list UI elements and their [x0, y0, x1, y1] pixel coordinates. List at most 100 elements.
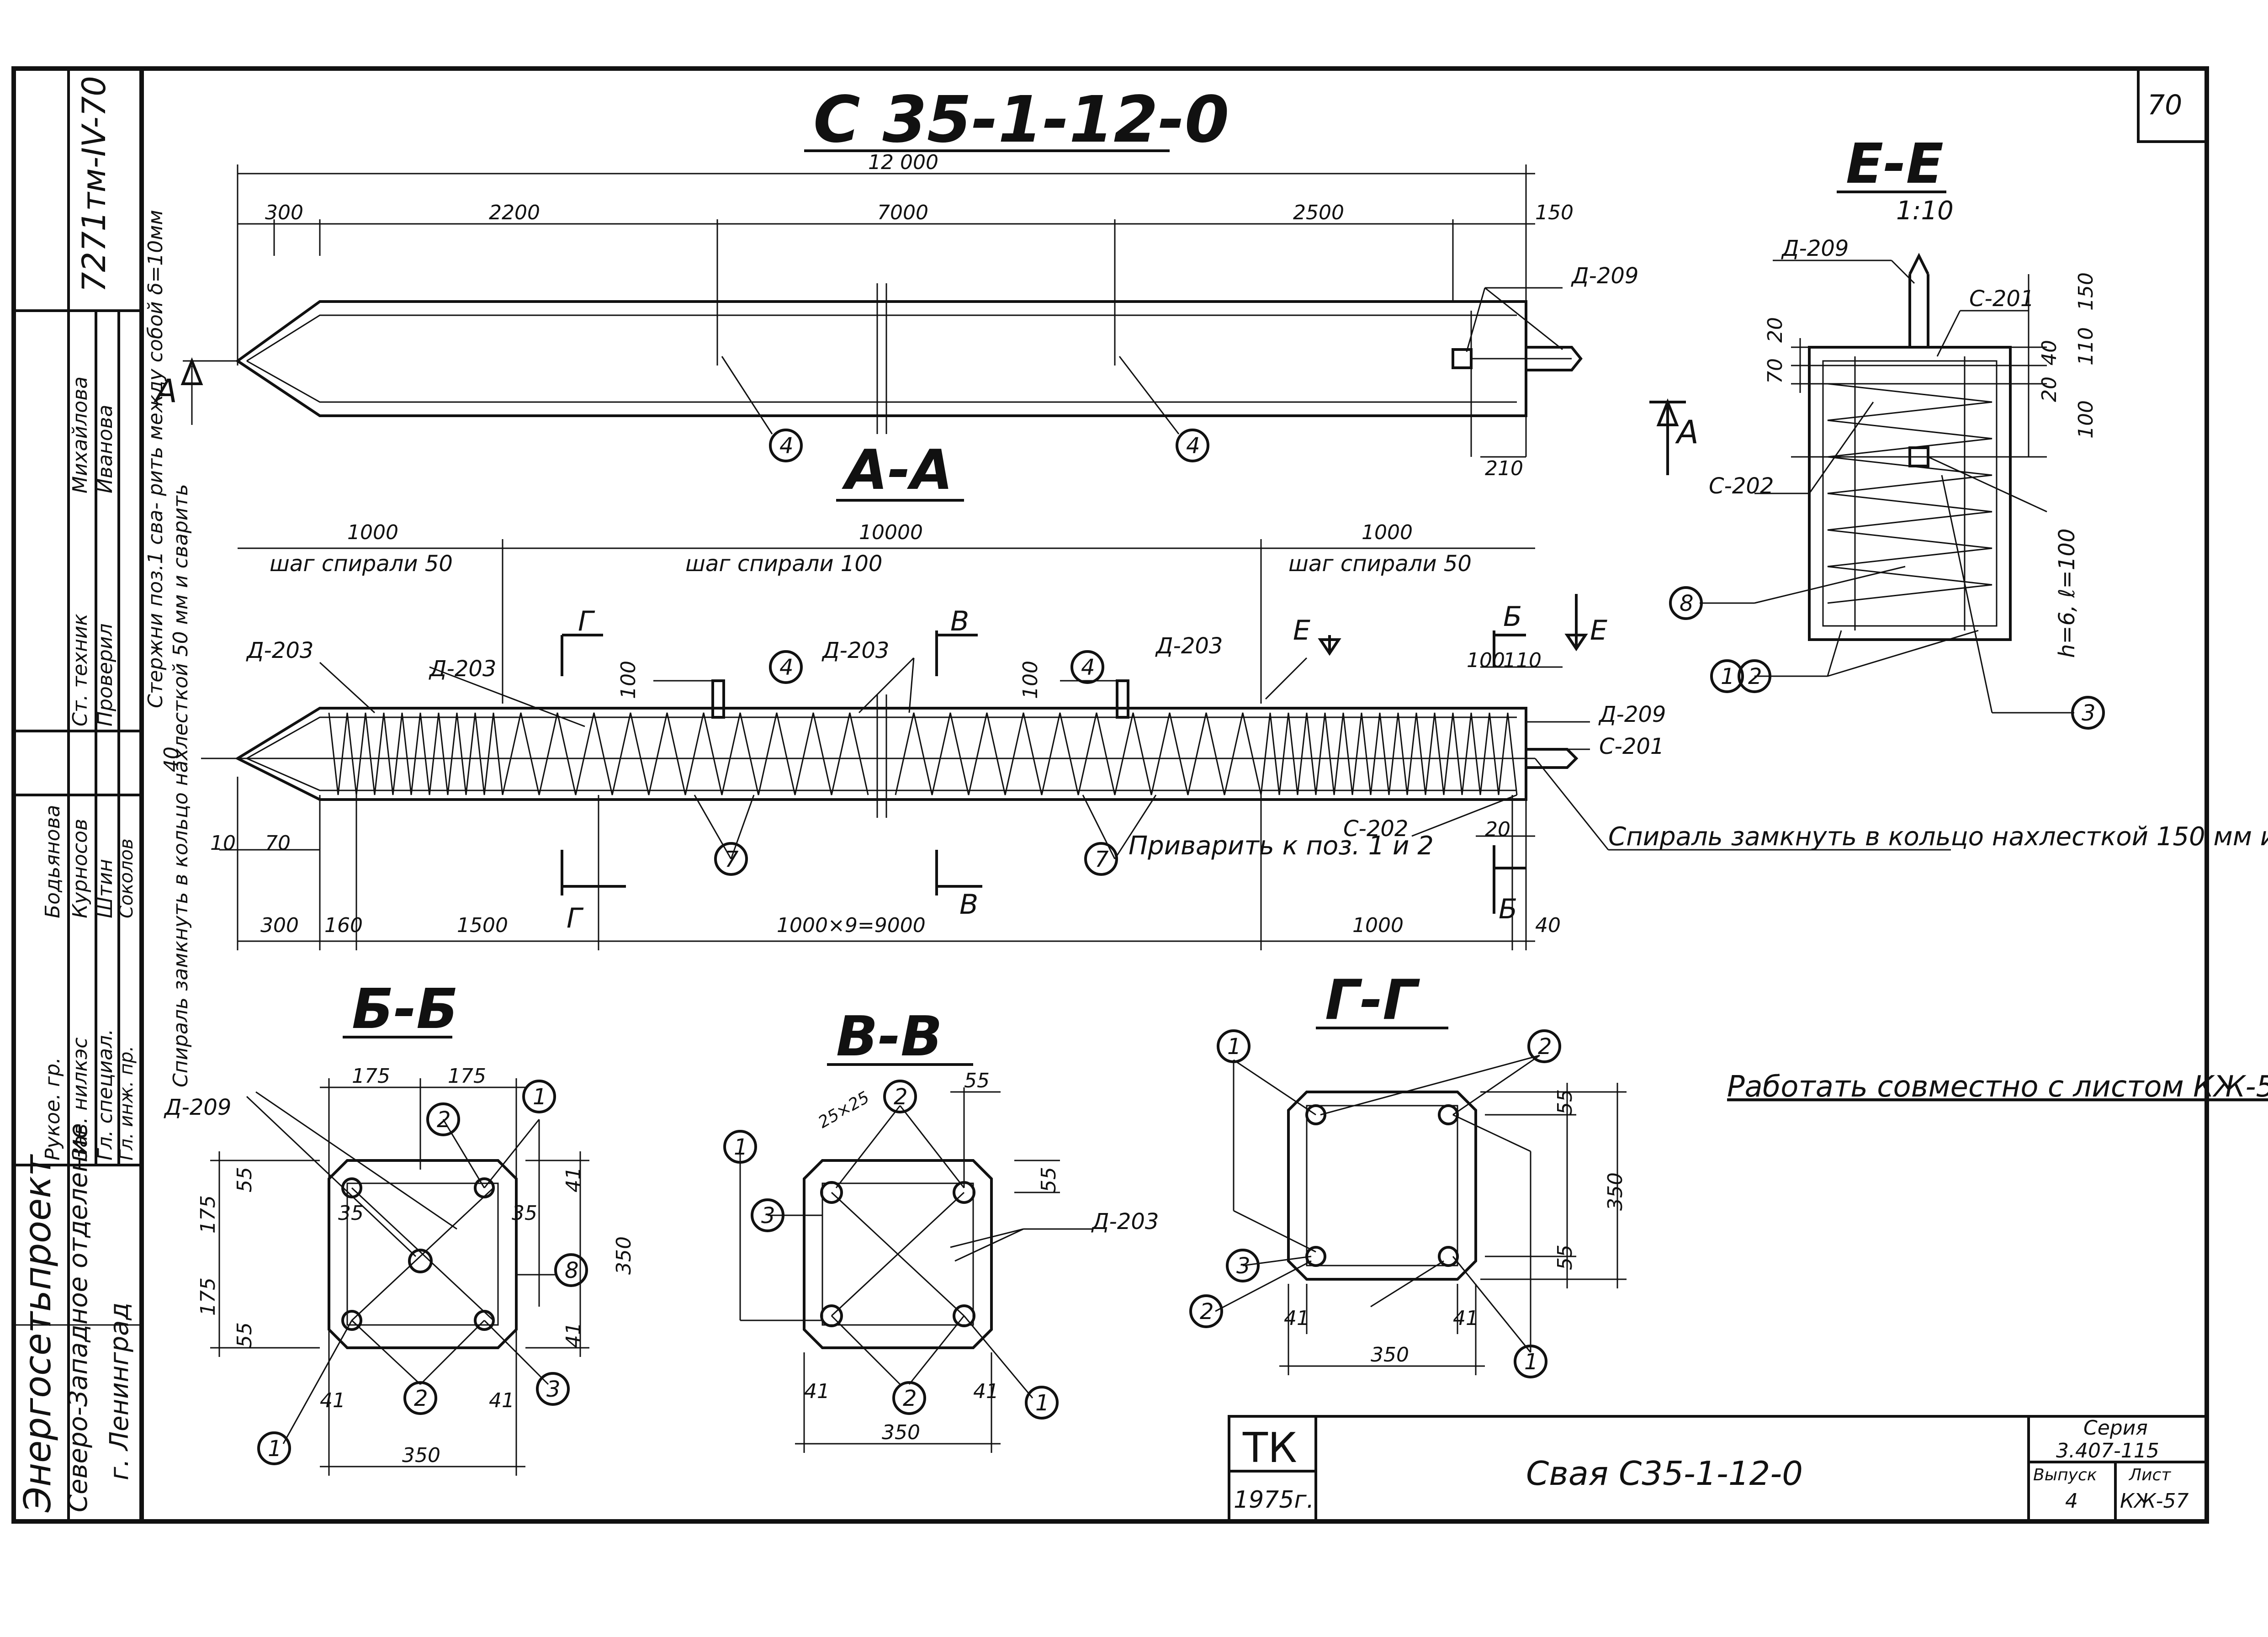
aa-part-d203-3: Д-203: [821, 638, 889, 663]
aa-bottom-dim-5: 1000: [1352, 914, 1404, 937]
bb-ref-2: 2: [437, 1107, 451, 1133]
combined-note: Работать совместно с листом КЖ-58: [1727, 1070, 2268, 1104]
section-bb-drawing: [210, 1078, 589, 1476]
top-seg-3: 7000: [877, 201, 928, 224]
vv-ref-1: 1: [734, 1134, 748, 1160]
top-end-dim: 210: [1485, 457, 1523, 480]
bb-part-d209: Д-209: [164, 1095, 231, 1120]
gg-dim-4: 41: [1284, 1307, 1309, 1330]
spiral-note: Спираль замкнуть в кольцо нахлесткой 150…: [1608, 822, 2268, 852]
role-6: Рукое. гр.: [41, 1057, 64, 1160]
main-title: С 35-1-12-0: [813, 83, 1229, 157]
gg-dim-1: 55: [1553, 1089, 1577, 1115]
city-name: г. Ленинград: [105, 1303, 134, 1480]
bb-dim-8: 35: [338, 1202, 364, 1225]
series-value: 3.407-115: [2056, 1439, 2159, 1462]
gg-ref-1: 1: [1227, 1034, 1241, 1060]
aa-bottom-dim-2: 160: [324, 914, 363, 937]
section-mark-a-right: А: [1675, 413, 1699, 451]
bb-dim-1: 175: [352, 1065, 390, 1088]
bb-dim-11: 350: [612, 1236, 636, 1275]
vv-ref-3: 3: [761, 1203, 775, 1229]
section-ee-drawing: [1669, 253, 2105, 730]
left-title-strip: [14, 69, 142, 1521]
ee-ref-3: 3: [2082, 700, 2096, 726]
vertical-note-1: Стержни поз.1 сва- рить между собой δ=10…: [144, 210, 167, 708]
bb-ref-6: 1: [268, 1436, 282, 1462]
sheet-number: 70: [2147, 89, 2182, 121]
cut-mark-g-bottom: Г: [567, 902, 584, 934]
vv-dim-5: 41: [973, 1380, 999, 1403]
cut-mark-e-left: Е: [1293, 615, 1310, 646]
org-name: Энергосетьпроект: [16, 1154, 59, 1513]
aa-bottom-dim-6: 40: [1535, 914, 1561, 937]
pile-top-view: [180, 164, 1686, 475]
aa-pos-ref-3: 7: [725, 847, 739, 872]
vv-ref-4: 2: [903, 1386, 917, 1411]
gg-dim-3: 55: [1553, 1245, 1577, 1270]
bb-dim-6: 55: [233, 1322, 256, 1348]
drawing-title: Свая С35-1-12-0: [1526, 1454, 1803, 1493]
ee-part-c202: С-202: [1709, 473, 1774, 499]
cut-mark-g-top: Г: [578, 605, 595, 637]
section-ee-scale: 1:10: [1896, 196, 1954, 226]
section-bb-title: Б-Б: [352, 978, 458, 1041]
bb-ref-1: 1: [533, 1084, 547, 1110]
vv-dim-1: 25×25: [815, 1088, 873, 1132]
role-2: Проверил: [94, 623, 117, 726]
ee-ref-8: 8: [1680, 591, 1694, 616]
issue-value: 4: [2065, 1489, 2078, 1513]
bb-dim-12: 41: [320, 1389, 345, 1412]
cut-mark-b-bottom: Б: [1499, 893, 1517, 925]
name-6: Бодьянова: [41, 805, 64, 918]
aa-right-dim-2: 110: [1503, 649, 1542, 672]
ee-spiral-spec: h=6, ℓ=100: [2054, 529, 2080, 658]
vv-dim-4: 41: [804, 1380, 830, 1403]
bb-dim-13: 41: [489, 1389, 514, 1412]
title-block-year: 1975г.: [1234, 1486, 1314, 1514]
section-gg-title: Г-Г: [1325, 969, 1420, 1032]
vv-ref-5: 1: [1035, 1390, 1049, 1416]
aa-top-dim-1: 1000: [347, 521, 398, 544]
ee-dim-70: 70: [1764, 358, 1787, 384]
aa-right-dim-1: 100: [1467, 649, 1505, 672]
side-code: 7271тм-IV-70: [75, 76, 113, 292]
ee-dim-20a: 20: [2038, 376, 2061, 402]
gg-ref-3: 3: [1236, 1253, 1251, 1279]
gg-dim-2: 350: [1604, 1172, 1627, 1211]
aa-spiral-label-3: шаг спирали 50: [1288, 551, 1472, 577]
ee-dim-110: 110: [2074, 327, 2098, 366]
cut-mark-b-top: Б: [1503, 601, 1522, 633]
vv-part-d203: Д-203: [1091, 1209, 1159, 1234]
top-overall-dim: 12 000: [868, 151, 938, 174]
aa-pos-ref-1: 4: [779, 655, 794, 680]
section-vv-drawing: [723, 1080, 1092, 1453]
section-vv-title: В-В: [836, 1005, 943, 1069]
vv-dim-6: 350: [882, 1421, 920, 1444]
bb-dim-2: 175: [448, 1065, 486, 1088]
title-block: [1228, 1415, 2208, 1523]
bb-dim-3: 55: [233, 1167, 256, 1192]
section-ee-title: Е-Е: [1846, 132, 1944, 196]
vv-ref-2: 2: [894, 1084, 908, 1110]
ee-ref-2: 2: [1748, 664, 1762, 689]
aa-left-dim-1: 10: [210, 832, 236, 855]
aa-pos-ref-4: 7: [1095, 847, 1109, 872]
section-aa-drawing: [201, 539, 1951, 950]
gg-ref-4: 2: [1200, 1299, 1214, 1324]
aa-bottom-dim-1: 300: [260, 914, 299, 937]
aa-pos-ref-2: 4: [1081, 655, 1095, 680]
top-pos-ref-2: 4: [1186, 433, 1200, 459]
bb-dim-9: 41: [562, 1167, 585, 1192]
name-4: Штин: [94, 859, 117, 918]
ee-ref-1: 1: [1721, 664, 1735, 689]
aa-part-c201: С-201: [1599, 734, 1664, 759]
aa-height-3: 40: [160, 747, 183, 772]
aa-part-d203-1: Д-203: [246, 638, 313, 663]
bb-dim-4: 175: [196, 1195, 220, 1234]
aa-spiral-label-2: шаг спирали 100: [685, 551, 882, 577]
role-1: Ст. техник: [69, 614, 92, 726]
vertical-note-2: Спираль замкнуть в кольцо нахлесткой 50 …: [169, 484, 192, 1087]
role-3: Зав. нилкэс: [69, 1038, 92, 1160]
bb-ref-4: 3: [546, 1377, 561, 1402]
